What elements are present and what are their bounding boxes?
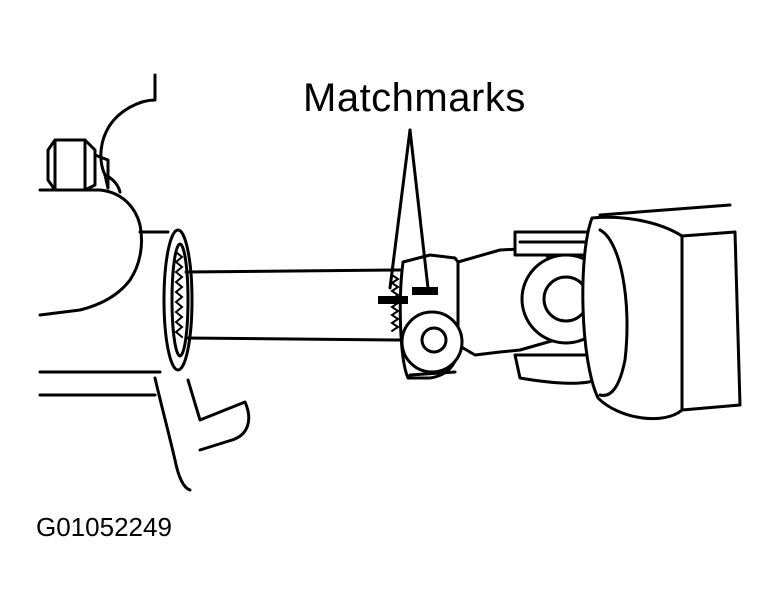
matchmark-left [378,296,408,304]
hex-nut [46,138,110,192]
figure-id: G01052249 [36,512,172,542]
matchmark-right [412,287,438,295]
matchmark-bars [378,287,438,304]
universal-joint-yoke [398,246,557,380]
callout-label-matchmarks: Matchmarks [303,76,526,120]
intermediate-shaft-tube [581,203,742,421]
splined-collar [162,228,194,372]
steering-shaft [184,268,402,342]
callout-leader-lines [388,128,430,290]
gear-housing [38,73,251,492]
